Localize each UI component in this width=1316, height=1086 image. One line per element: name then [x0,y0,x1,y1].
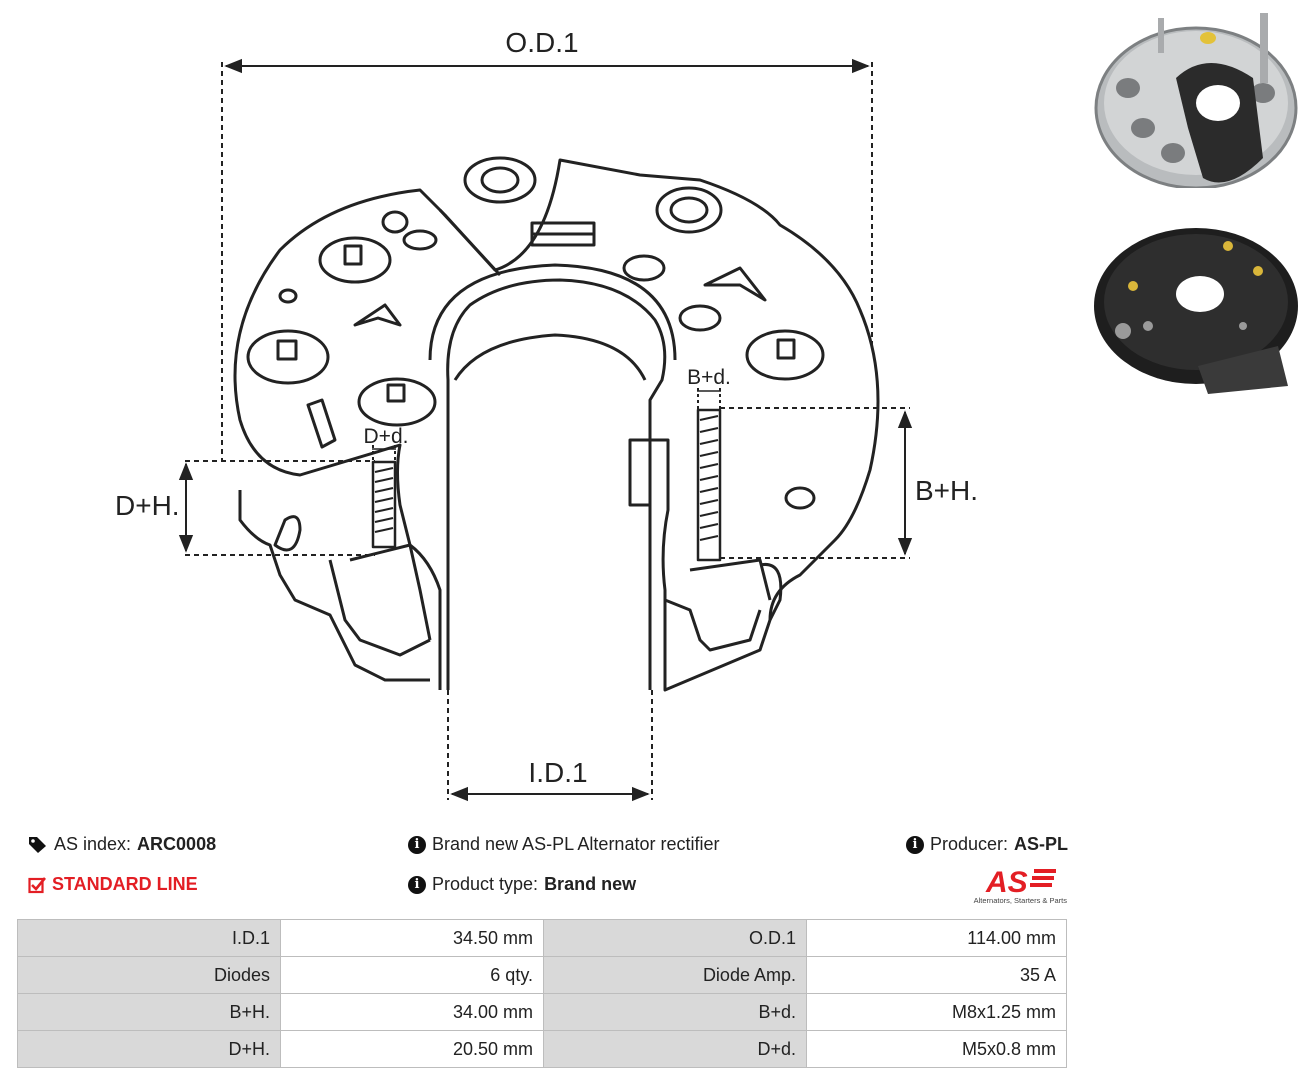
spec-label: B+H. [17,993,281,1031]
spec-value: M5x0.8 mm [806,1030,1067,1068]
standard-line-row: STANDARD LINE [28,874,198,895]
info-icon: i [408,875,426,894]
spec-label: Diodes [17,956,281,994]
as-pl-logo: AS Alternators, Starters & Parts [974,866,1068,905]
spec-value: 114.00 mm [806,919,1067,957]
rectifier-body-outline [233,158,880,692]
rectifier-center-slot [446,278,667,690]
label-od: O.D.1 [505,27,578,58]
label-id: I.D.1 [528,757,587,788]
product-photo-top [1094,13,1298,188]
spec-value: 34.50 mm [280,919,544,957]
check-square-icon [28,876,46,893]
spec-value: 6 qty. [280,956,544,994]
logo-tagline: Alternators, Starters & Parts [974,896,1068,905]
producer-label: Producer: [930,834,1009,854]
description-row: i Brand new AS-PL Alternator rectifier [408,834,719,855]
info-icon: i [906,835,924,854]
spec-value: 20.50 mm [280,1030,544,1068]
product-photo-bottom [1094,228,1298,394]
info-icon: i [408,835,426,854]
spec-value: M8x1.25 mm [806,993,1067,1031]
spec-label: I.D.1 [17,919,281,957]
spec-label: O.D.1 [543,919,807,957]
label-dd: D+d. [364,425,409,448]
label-bh: B+H. [915,475,978,506]
spec-value: 35 A [806,956,1067,994]
tags-icon [29,836,46,853]
spec-label: B+d. [543,993,807,1031]
spec-label: D+d. [543,1030,807,1068]
producer-row: i Producer: AS-PL [906,834,1068,855]
table-row: B+H. 34.00 mm B+d. M8x1.25 mm [17,993,1067,1031]
table-row: I.D.1 34.50 mm O.D.1 114.00 mm [17,919,1067,957]
producer-value: AS-PL [1014,834,1069,854]
specs-table: I.D.1 34.50 mm O.D.1 114.00 mm Diodes 6 … [17,919,1067,1068]
as-index-value: ARC0008 [137,834,217,854]
spec-label: Diode Amp. [543,956,807,994]
table-row: Diodes 6 qty. Diode Amp. 35 A [17,956,1067,994]
spec-value: 34.00 mm [280,993,544,1031]
product-type-value: Brand new [544,874,637,894]
rectifier-technical-drawing: O.D.1 I.D.1 B+d. D+d. B+H. D+H. [115,27,978,802]
product-type-row: i Product type: Brand new [408,874,636,895]
spec-label: D+H. [17,1030,281,1068]
logo-mark: AS [985,866,1028,899]
as-index-label: AS index: [54,834,132,854]
label-dh: D+H. [115,490,180,521]
label-bd: B+d. [687,366,731,389]
as-index-row: AS index: ARC0008 [28,834,216,855]
product-type-label: Product type: [432,874,539,894]
standard-line-label: STANDARD LINE [52,874,198,894]
table-row: D+H. 20.50 mm D+d. M5x0.8 mm [17,1030,1067,1068]
description-text: Brand new AS-PL Alternator rectifier [432,834,720,854]
